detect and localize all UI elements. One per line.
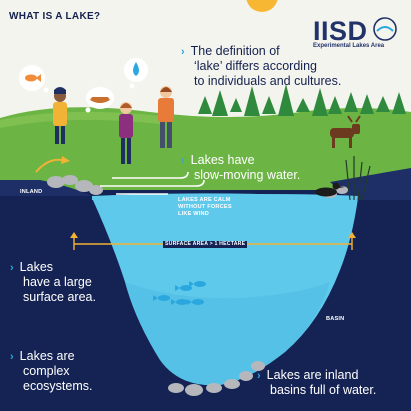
reeds bbox=[345, 156, 371, 201]
fish-thought-icon bbox=[19, 65, 49, 93]
lake-depth-shade bbox=[125, 282, 330, 386]
arrow-icon: › bbox=[181, 155, 185, 167]
logo-text: IISD bbox=[313, 16, 368, 46]
arrow-icon: › bbox=[181, 46, 185, 58]
rocks bbox=[47, 175, 265, 396]
arrow-icon: › bbox=[10, 262, 14, 274]
grass-land bbox=[0, 107, 411, 190]
sun-icon bbox=[246, 0, 278, 12]
loon-icon bbox=[315, 182, 345, 197]
wind-icon bbox=[100, 171, 205, 195]
fish-school-icon bbox=[153, 281, 206, 305]
label-calm: LAKES ARE CALM WITHOUT FORCES LIKE WIND bbox=[178, 197, 232, 217]
fact-definition-line2: ‘lake’ differs according bbox=[194, 58, 317, 73]
canoe-thought-icon bbox=[85, 87, 114, 113]
fact-definition-line1: ›The definition of bbox=[181, 44, 280, 58]
label-basin: BASIN bbox=[326, 316, 345, 322]
water-drop-thought-icon bbox=[124, 58, 148, 89]
person-right bbox=[158, 86, 174, 148]
right-shore bbox=[330, 168, 411, 200]
arrow-icon: › bbox=[257, 370, 261, 382]
logo-fish-icon bbox=[373, 17, 397, 41]
fact-basins: ›Lakes are inland basins full of water. bbox=[257, 368, 377, 397]
person-left bbox=[53, 87, 67, 144]
fact-ecosystems: ›Lakes are complex ecosystems. bbox=[10, 349, 93, 393]
fact-slow-water: ›Lakes have slow-moving water. bbox=[181, 153, 301, 182]
label-surface-area: SURFACE AREA > 1 HECTARE bbox=[163, 241, 248, 248]
logo-subtitle: Experimental Lakes Area bbox=[313, 43, 385, 49]
fact-surface-area: ›Lakes have a large surface area. bbox=[10, 260, 96, 304]
tree-line bbox=[198, 84, 406, 116]
fact-definition-line3: to individuals and cultures. bbox=[194, 73, 342, 88]
page-title: WHAT IS A LAKE? bbox=[9, 11, 101, 22]
moose-icon bbox=[330, 115, 361, 148]
arrow-icon: › bbox=[10, 351, 14, 363]
label-inland: INLAND bbox=[20, 189, 43, 195]
fact-definition: ›The definition of ‘lake’ differs accord… bbox=[181, 44, 341, 88]
person-middle bbox=[119, 102, 133, 164]
left-shore bbox=[0, 180, 92, 196]
inland-arrow bbox=[35, 158, 63, 173]
